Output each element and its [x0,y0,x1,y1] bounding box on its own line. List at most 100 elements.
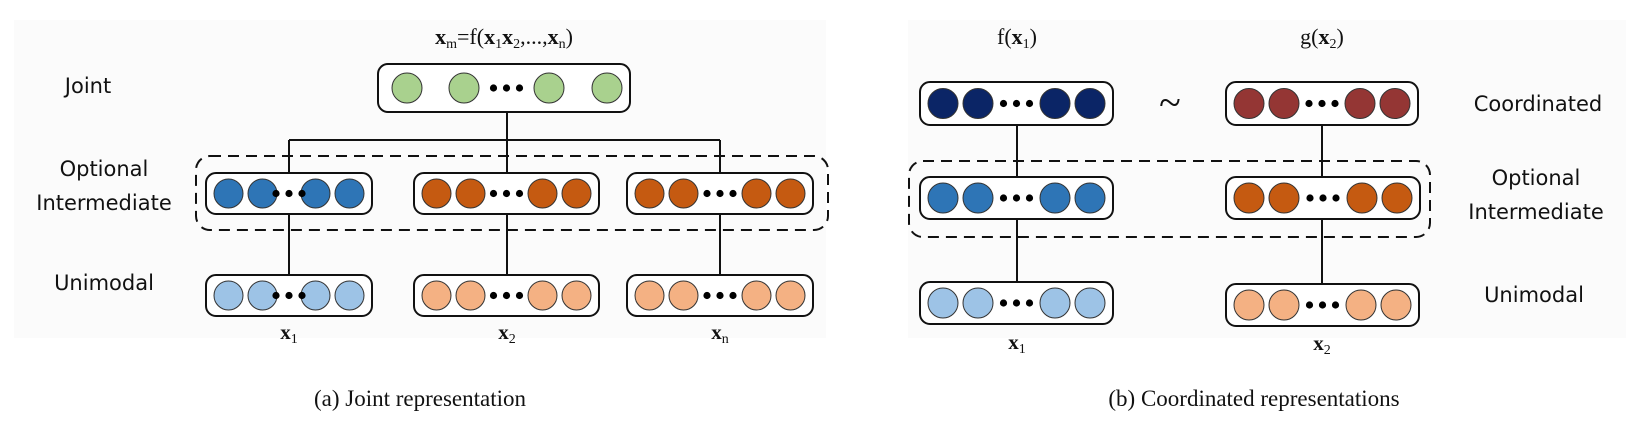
neuron [775,178,806,209]
ellipsis-dot [272,291,280,300]
neuron [1233,182,1265,214]
ellipsis-dot [999,194,1008,202]
row-label-intermediate: Intermediate [36,191,172,215]
panel-a: xm=f(x1x2,...,xn) Joint Optional Interme… [36,24,829,411]
input-label-x1: x1 [1008,330,1026,357]
ellipsis-dot [515,84,524,92]
ellipsis-dot [1318,301,1327,309]
intermediate-layer-xn [626,172,814,215]
row-label-joint: Joint [63,74,111,98]
ellipsis-dot [1025,194,1034,202]
intermediate-layer-x1 [919,176,1114,220]
coordinated-layer-f [919,81,1114,126]
ellipsis-dot [298,291,306,300]
neuron [741,280,772,311]
ellipsis-dot [489,84,498,92]
ellipsis-dot [716,189,724,198]
neuron [561,280,592,311]
joint-layer [377,63,631,113]
ellipsis-dot [1331,99,1339,108]
row-label-unimodal: Unimodal [54,271,154,295]
ellipsis-dot [502,291,511,300]
row-label-unimodal: Unimodal [1484,283,1584,307]
row-label-optional: Optional [1492,166,1581,190]
neuron [455,178,486,209]
neuron [1039,182,1071,214]
ellipsis-dot [502,189,511,198]
unimodal-layer-x2 [413,274,600,317]
unimodal-layer-x1 [919,281,1114,325]
neuron [1074,287,1106,319]
ellipsis-dot [502,84,511,92]
neuron [1233,88,1265,119]
panel-b: f(x1) g(x2) ~ Coordinated Optional Inter… [908,24,1604,411]
neuron [533,72,565,104]
neuron [1379,88,1411,119]
ellipsis-dot [1305,301,1314,309]
neuron [561,178,592,209]
neuron [213,280,244,311]
neuron [1344,88,1376,119]
ellipsis-dot [729,291,737,300]
ellipsis-dot [1319,194,1327,202]
neuron [668,280,699,311]
neuron [1381,182,1413,214]
input-label-x2: x2 [1313,331,1331,358]
ellipsis-dot [285,189,293,198]
unimodal-layer-x1 [205,274,373,317]
joint-formula: xm=f(x1x2,...,xn) [435,24,573,52]
row-label-intermediate: Intermediate [1468,200,1604,224]
optional-intermediate-dashed-box [195,155,829,231]
intermediate-layer-x2 [413,172,600,215]
label-f-x1: f(x1) [997,24,1037,52]
optional-intermediate-dashed-box [908,160,1431,238]
ellipsis-dot [1012,99,1021,108]
ellipsis-dot [1012,194,1021,202]
neuron [1233,289,1265,321]
ellipsis-dot [1318,99,1326,108]
ellipsis-dot [703,189,711,198]
panel-b-caption: (b) Coordinated representations [1108,386,1399,411]
ellipsis-dot [298,189,306,198]
row-label-optional: Optional [60,157,149,181]
neuron [1346,182,1378,214]
neuron [927,88,959,119]
neuron [962,88,994,119]
ellipsis-dot [1306,194,1314,202]
neuron [448,72,480,104]
neuron [527,280,558,311]
neuron [334,280,365,311]
ellipsis-dot [515,291,524,300]
intermediate-layer-x2 [1225,176,1421,220]
neuron [927,287,959,319]
ellipsis-dot [1305,99,1313,108]
ellipsis-dot [703,291,711,300]
ellipsis-dot [1012,299,1021,307]
neuron [527,178,558,209]
neuron [1039,287,1071,319]
ellipsis-dot [716,291,724,300]
neuron [1268,182,1300,214]
input-label-x1: x1 [280,320,298,347]
neuron [775,280,806,311]
neuron [391,72,423,104]
neuron [962,287,994,319]
neuron [591,72,623,104]
neuron [1345,289,1377,321]
neuron [1074,182,1106,214]
label-g-x2: g(x2) [1300,24,1344,52]
ellipsis-dot [729,189,737,198]
ellipsis-dot [1331,301,1340,309]
coordinated-layer-g [1225,81,1419,126]
row-label-coordinated: Coordinated [1474,92,1602,116]
neuron [1268,88,1300,119]
neuron [421,280,452,311]
ellipsis-dot [272,189,280,198]
unimodal-layer-x2 [1225,283,1420,327]
neuron [1380,289,1412,321]
input-label-x2: x2 [498,320,516,347]
ellipsis-dot [1332,194,1340,202]
input-label-xn: xn [711,320,729,347]
neuron [1268,289,1300,321]
neuron [962,182,994,214]
